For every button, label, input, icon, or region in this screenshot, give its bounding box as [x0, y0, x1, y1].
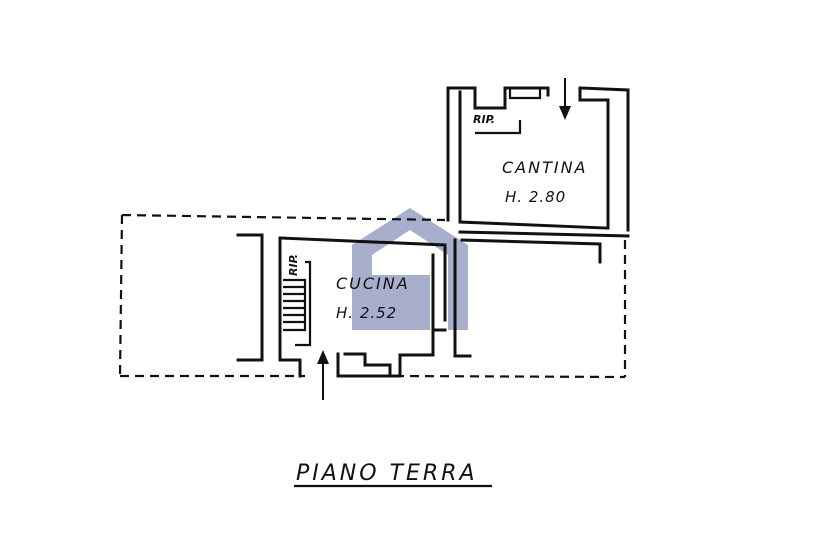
cantina-walls: [446, 86, 630, 238]
property-boundary: [118, 213, 627, 379]
cucina-height: H. 2.52: [336, 304, 397, 322]
cucina-walls: [236, 233, 602, 378]
cantina-name: CANTINA: [502, 158, 588, 177]
cucina-name: CUCINA: [336, 274, 410, 293]
staircase: [283, 260, 312, 347]
cucina-rip-label: RIP.: [287, 254, 300, 276]
cucina-entrance-arrow: [317, 350, 329, 400]
watermark-logo: [352, 208, 468, 330]
cantina-height: H. 2.80: [505, 188, 566, 206]
cantina-entrance-arrow: [559, 78, 571, 120]
floor-title: PIANO TERRA: [296, 461, 478, 486]
cantina-rip-label: RIP.: [473, 113, 495, 126]
